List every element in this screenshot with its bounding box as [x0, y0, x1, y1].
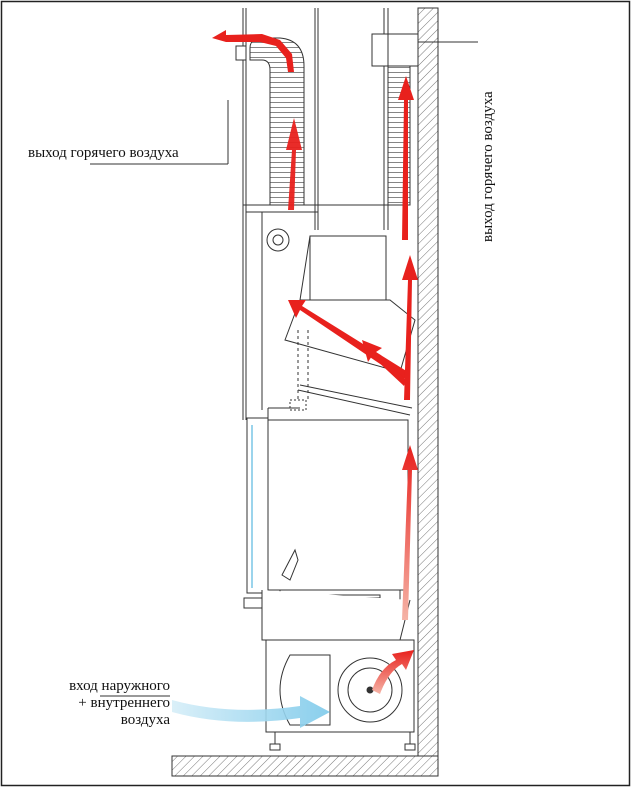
chimney-casing [242, 8, 410, 420]
wall [417, 7, 439, 757]
right-outlet-grille [371, 33, 419, 67]
fan-unit [265, 639, 416, 751]
left-hot-air-duct [249, 37, 305, 206]
label-air-in-line3: воздуха [120, 712, 170, 728]
hot-arrow-left-duct [286, 118, 302, 210]
label-hot-air-out-right-text: выход горячего воздуха [480, 91, 496, 242]
hot-air-arrows [212, 30, 418, 694]
label-hot-air-out-left: выход горячего воздуха [28, 145, 179, 161]
cold-air-arrow [172, 696, 330, 728]
grate [243, 589, 411, 641]
label-air-in-line1: вход наружного [69, 678, 170, 694]
label-air-in: вход наружного + внутреннего воздуха [24, 678, 170, 729]
firebox [246, 407, 409, 594]
left-outlet-cap [235, 45, 247, 61]
hot-arrow-left-outlet [212, 30, 294, 72]
label-air-in-line2: + внутреннего [78, 695, 170, 711]
damper [266, 228, 290, 252]
floor [171, 755, 439, 777]
hot-arrow-right-1 [402, 445, 418, 620]
hot-arrow-right-3 [398, 76, 414, 240]
smoke-hood [284, 235, 416, 416]
hot-arrow-fan-exit [372, 650, 414, 694]
hot-arrow-hood-lower [362, 340, 406, 386]
label-hot-air-out-right: выход горячего воздуха [462, 42, 496, 242]
hot-arrow-right-2 [402, 255, 418, 400]
